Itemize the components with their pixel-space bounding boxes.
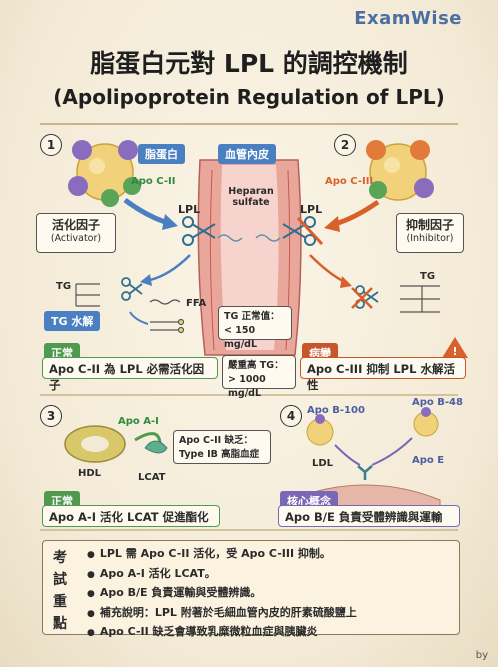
ldl-label: LDL <box>312 458 334 469</box>
hdl-ring-illustration <box>64 425 126 463</box>
chylomicron-apo-c2-illustration <box>68 140 141 207</box>
note-line1: Apo C-II 缺乏： <box>179 435 253 446</box>
summary-point: Apo C-II 缺乏會導致乳糜微粒血症與胰臟炎 <box>87 623 357 643</box>
scissors-tg-left <box>121 277 143 301</box>
ffa-lines <box>150 318 185 334</box>
endothelium-tag: 血管內皮 <box>218 144 276 164</box>
apo-b48-label: Apo B-48 <box>412 397 463 408</box>
summary-point: Apo B/E 負責運輸與受體辨識。 <box>87 584 357 604</box>
arrow-to-blocked-tg <box>309 254 346 284</box>
summary-point: Apo A-I 活化 LCAT。 <box>87 565 357 585</box>
ffa-label: FFA <box>186 298 207 309</box>
heparan-strand-right <box>255 234 281 242</box>
summary-point: 補充說明：LPL 附著於毛細血管內皮的肝素硫酸鹽上 <box>87 604 357 624</box>
apo-e-label: Apo E <box>412 455 445 466</box>
tg-label-right: TG <box>420 271 436 282</box>
panel1-statement: Apo C-II 為 LPL 必需活化因子 <box>42 357 218 392</box>
tg-normal-line2: < 150 mg/dL <box>224 325 258 350</box>
lipoprotein-tag: 脂蛋白 <box>138 144 185 164</box>
arrow-inhibit <box>334 199 380 227</box>
heparan-strand-left <box>217 234 243 242</box>
panel4-statement: Apo B/E 負責受體辨識與運輸 <box>278 505 460 527</box>
hdl-label: HDL <box>78 468 102 479</box>
apo-c2-deficiency-note: Apo C-II 缺乏： Type IB 高脂血症 <box>173 430 271 464</box>
summary-point: LPL 需 Apo C-II 活化，受 Apo C-III 抑制。 <box>87 545 357 565</box>
activator-sub: (Activator) <box>50 233 102 244</box>
panel2-number: 2 <box>334 134 356 156</box>
heparan-line2: sulfate <box>232 197 270 208</box>
tg-severe-note: 嚴重高 TG： > 1000 mg/dL <box>222 355 296 399</box>
panel1-number: 1 <box>40 134 62 156</box>
page-title: 脂蛋白元對 LPL 的調控機制 <box>90 49 408 78</box>
inhibit-x-mark <box>296 216 324 246</box>
apo-b100-label: Apo B-100 <box>307 405 365 416</box>
inhibitor-box: 抑制因子 (Inhibitor) <box>396 213 464 253</box>
brand-logo: ExamWise <box>354 8 462 29</box>
apo-c3-label: Apo C-III <box>325 176 374 187</box>
footer-credit: by <box>475 650 488 661</box>
inhibitor-title: 抑制因子 <box>405 218 454 232</box>
lcat-enzyme-illustration <box>144 440 168 454</box>
arrow-to-tg <box>149 254 191 282</box>
svg-text:!: ! <box>452 345 457 358</box>
panel3-number: 3 <box>40 405 62 427</box>
activator-box: 活化因子 (Activator) <box>36 213 116 253</box>
panel3-statement: Apo A-I 活化 LCAT 促進酯化 <box>42 505 220 527</box>
heparan-line1: Heparan <box>228 186 274 197</box>
apo-a1-label: Apo A-I <box>118 416 159 427</box>
lpl-label-left: LPL <box>178 203 201 216</box>
lcat-label: LCAT <box>138 472 166 483</box>
lpl-label-right: LPL <box>300 203 323 216</box>
tg-normal-line1: TG 正常值： <box>224 311 280 322</box>
summary-heading: 考試重點 <box>53 550 67 632</box>
heparan-label: Heparan sulfate <box>226 186 276 208</box>
apo-c2-label: Apo C-II <box>131 176 176 187</box>
chylomicron-apo-c3-illustration <box>366 140 434 201</box>
tg-severe-line1: 嚴重高 TG： <box>228 360 284 371</box>
lpl-scissors-left <box>182 216 216 246</box>
ffa-chain <box>149 299 181 305</box>
page-subtitle: (Apolipoprotein Regulation of LPL) <box>53 85 445 109</box>
warning-icon: ! <box>442 337 468 358</box>
arrow-activate <box>123 197 166 225</box>
tg-molecule-right <box>400 285 440 313</box>
summary-list: LPL 需 Apo C-II 活化，受 Apo C-III 抑制。 Apo A-… <box>87 545 357 643</box>
exam-key-points: 考試重點 LPL 需 Apo C-II 活化，受 Apo C-III 抑制。 A… <box>42 540 460 638</box>
activator-title: 活化因子 <box>51 218 100 232</box>
blocked-x-icon <box>351 287 373 309</box>
tg-normal-note: TG 正常值： < 150 mg/dL <box>218 306 292 350</box>
note-line2: Type IB 高脂血症 <box>179 449 260 460</box>
divider-top <box>40 123 458 125</box>
inhibitor-sub: (Inhibitor) <box>406 233 454 244</box>
tg-severe-line2: > 1000 mg/dL <box>228 374 266 399</box>
tg-hydrolysis-tag: TG 水解 <box>44 311 101 331</box>
tg-molecule-left <box>75 283 100 307</box>
panel2-statement: Apo C-III 抑制 LPL 水解活性 <box>300 357 466 392</box>
panel4-number: 4 <box>280 405 302 427</box>
lpl-scissors-right <box>282 216 316 246</box>
tg-label-left: TG <box>56 281 72 292</box>
